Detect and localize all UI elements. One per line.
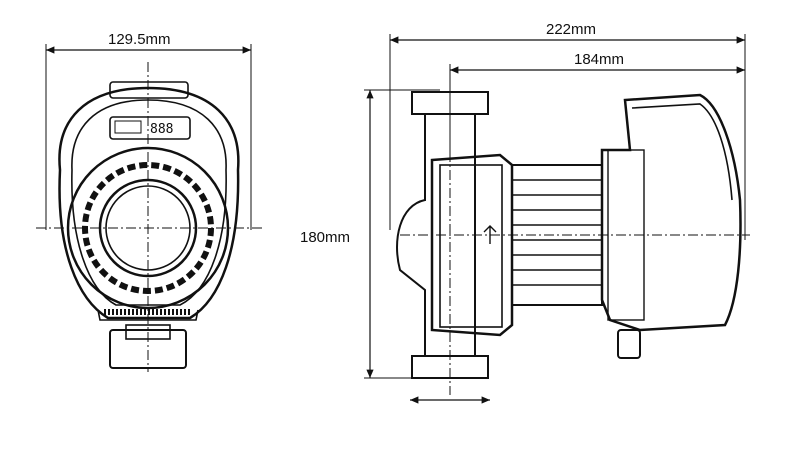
front-view: 888 — [36, 44, 262, 372]
side-view — [364, 34, 750, 404]
motor-length-label: 184mm — [572, 51, 627, 68]
total-length-label: 222mm — [544, 21, 599, 38]
front-width-label: 129.5mm — [106, 31, 173, 48]
svg-text:888: 888 — [150, 122, 173, 137]
height-label: 180mm — [298, 229, 353, 246]
